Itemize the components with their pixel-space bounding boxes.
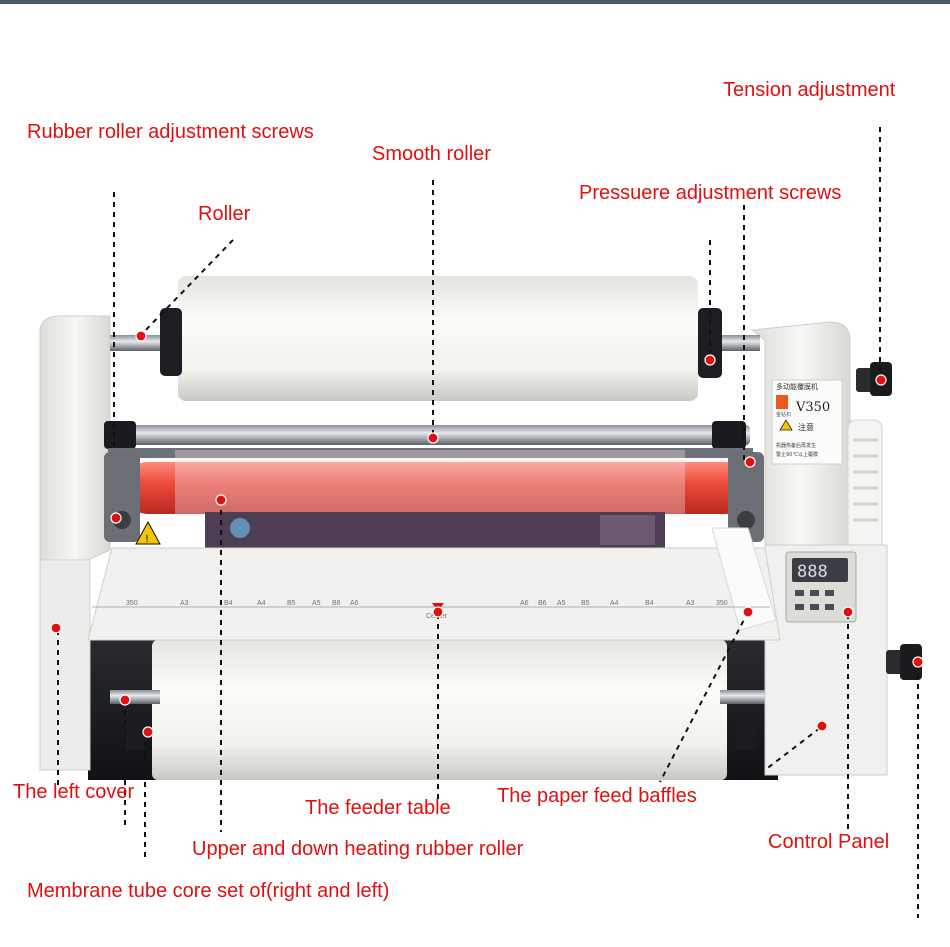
control-panel: 888 xyxy=(785,551,857,623)
panel-button-1 xyxy=(795,590,804,596)
feeder-table-plate xyxy=(87,527,781,641)
label-rubber-roller-screws: Rubber roller adjustment screws xyxy=(27,121,314,143)
warning-line-1: 机器热备后再发生 xyxy=(776,442,816,449)
left-cover xyxy=(39,315,111,771)
label-pressure-screws: Pressuere adjustment screws xyxy=(579,182,842,204)
tension-knob-upper xyxy=(856,362,892,396)
warning-line-2: 警止90℃以上覆膜 xyxy=(776,451,818,458)
label-feeder-table: The feeder table xyxy=(305,797,451,819)
scale-right-b5: B5 xyxy=(581,600,590,607)
panel-display: 888 xyxy=(797,562,828,582)
label-roller: Roller xyxy=(198,203,251,225)
leader-lines xyxy=(57,127,919,918)
panel-button-2 xyxy=(810,590,819,596)
label-membrane-core: Membrane tube core set of(right and left… xyxy=(27,880,390,902)
upper-film-roll xyxy=(110,276,760,401)
scale-right-350: 350 xyxy=(716,600,728,607)
scale-left-350: 350 xyxy=(126,600,138,607)
tension-knob-lower xyxy=(886,644,922,680)
callout-dots xyxy=(50,330,924,738)
panel-button-4 xyxy=(795,604,804,610)
label-tension-adjustment: Tension adjustment xyxy=(723,79,896,101)
warning-title: 注意 xyxy=(798,422,814,432)
badge-cn: 多动能覆膜机 xyxy=(776,382,818,391)
scale-left-a3: A3 xyxy=(180,600,189,607)
label-smooth-roller: Smooth roller xyxy=(372,143,491,165)
label-control-panel: Control Panel xyxy=(768,831,890,853)
scale-left-a4: A4 xyxy=(257,600,266,607)
scale-right-b4: B4 xyxy=(645,600,654,607)
heating-rubber-rollers xyxy=(104,448,764,542)
smooth-roller xyxy=(104,421,750,449)
scale-right-b6: B6 xyxy=(538,600,547,607)
scale-left-b5: B5 xyxy=(287,600,296,607)
svg-text:!: ! xyxy=(145,534,149,545)
label-heating-roller: Upper and down heating rubber roller xyxy=(192,838,524,860)
lower-film-roll xyxy=(110,640,780,780)
panel-button-5 xyxy=(810,604,819,610)
sample-document xyxy=(205,512,665,548)
panel-button-3 xyxy=(825,590,834,596)
scale-left-b6: B6 xyxy=(332,600,341,607)
label-paper-feed-baffles: The paper feed baffles xyxy=(497,785,697,807)
brand-cn: 金钻石 xyxy=(776,411,791,418)
panel-button-6 xyxy=(825,604,834,610)
scale-left-b4: B4 xyxy=(224,600,233,607)
scale-left-a5: A5 xyxy=(312,600,321,607)
scale-right-a3: A3 xyxy=(686,600,695,607)
scale-right-a5: A5 xyxy=(557,600,566,607)
scale-left-a6: A6 xyxy=(350,600,359,607)
scale-right-a6: A6 xyxy=(520,600,529,607)
model-name: V350 xyxy=(795,400,830,415)
top-border xyxy=(0,0,950,4)
scale-right-a4: A4 xyxy=(610,600,619,607)
model-plate: 多动能覆膜机 金钻石 V350 注意 机器热备后再发生 警止90℃以上覆膜 xyxy=(771,379,843,465)
vent-slots xyxy=(853,438,878,522)
label-left-cover: The left cover xyxy=(13,781,135,803)
warning-sticker-left: ! xyxy=(135,520,161,545)
